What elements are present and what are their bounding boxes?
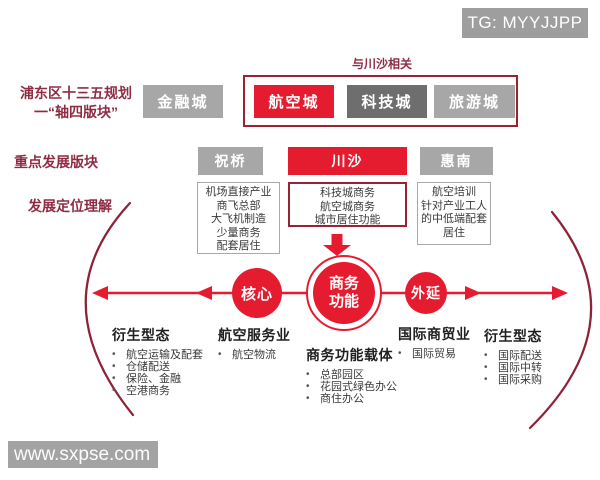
list-item: •花园式绿色办公 bbox=[306, 381, 397, 393]
detail-line: 科技城商务 bbox=[320, 187, 375, 199]
detail-line: 配套居住 bbox=[216, 240, 261, 252]
site-watermark-badge: www.sxpse.com bbox=[8, 441, 158, 468]
bullet-icon: • bbox=[484, 374, 488, 385]
column-derived-forms-right: 衍生型态 •国际配送•国际中转•国际采购 bbox=[484, 326, 564, 386]
list-item: •总部园区 bbox=[306, 369, 364, 381]
detail-line: 少量商务 bbox=[216, 226, 261, 239]
extension-circle: 外延 bbox=[405, 272, 447, 314]
column-item-list: •总部园区•花园式绿色办公•商住办公 bbox=[306, 369, 416, 405]
detail-line: 航空培训 bbox=[432, 186, 476, 198]
center-circle: 商务功能 bbox=[313, 262, 375, 324]
zhuqiao-detail-box: 机场直接产业商飞总部大飞机制造少量商务配套居住 bbox=[197, 182, 280, 254]
tg-watermark-badge: TG: MYYJJPP bbox=[462, 8, 588, 38]
center-circle-label: 商务功能 bbox=[328, 275, 359, 310]
bullet-icon: • bbox=[112, 373, 116, 384]
bullet-icon: • bbox=[112, 385, 116, 396]
bullet-icon: • bbox=[306, 393, 310, 404]
detail-line: 居住 bbox=[443, 226, 465, 239]
bullet-icon: • bbox=[306, 381, 310, 392]
list-item: •国际贸易 bbox=[398, 348, 456, 360]
detail-line: 的中低端配套 bbox=[421, 213, 487, 225]
list-item: •仓储配送 bbox=[112, 361, 170, 373]
column-item-list: •航空物流 bbox=[218, 349, 308, 361]
column-item-list: •国际贸易 bbox=[398, 348, 488, 360]
column-intl-trade-industry: 国际商贸业 •国际贸易 bbox=[398, 324, 488, 360]
arrow-left-outer-icon bbox=[92, 286, 108, 300]
right-arc-line bbox=[528, 210, 593, 430]
column-title: 航空服务业 bbox=[218, 327, 291, 343]
arrow-right-inner-icon bbox=[465, 286, 481, 300]
column-title: 衍生型态 bbox=[484, 328, 542, 344]
column-derived-forms-left: 衍生型态 •航空运输及配套•仓储配送•保险、金融•空港商务 bbox=[112, 325, 217, 397]
bullet-icon: • bbox=[484, 350, 488, 361]
detail-line: 机场直接产业 bbox=[205, 186, 272, 198]
detail-line: 大飞机制造 bbox=[211, 213, 266, 225]
bullet-icon: • bbox=[218, 349, 222, 360]
down-arrow-icon bbox=[323, 234, 351, 256]
column-item-list: •航空运输及配套•仓储配送•保险、金融•空港商务 bbox=[112, 349, 217, 397]
node-zhuqiao: 祝桥 bbox=[198, 147, 263, 175]
detail-line: 商飞总部 bbox=[216, 199, 261, 212]
list-item: •保险、金融 bbox=[112, 373, 181, 385]
bullet-icon: • bbox=[112, 361, 116, 372]
bullet-icon: • bbox=[398, 348, 402, 359]
detail-line: 针对产业工人 bbox=[421, 199, 487, 212]
list-item: •国际配送 bbox=[484, 350, 542, 362]
site-watermark-text: www.sxpse.com bbox=[14, 443, 151, 465]
list-item: •国际中转 bbox=[484, 362, 542, 374]
bullet-icon: • bbox=[112, 349, 116, 360]
list-item: •航空物流 bbox=[218, 349, 276, 361]
related-note-label: 与川沙相关 bbox=[351, 57, 412, 71]
column-item-list: •国际配送•国际中转•国际采购 bbox=[484, 350, 564, 386]
bullet-icon: • bbox=[306, 369, 310, 380]
huinan-detail-box: 航空培训针对产业工人的中低端配套居住 bbox=[417, 182, 491, 245]
node-chuansha: 川沙 bbox=[288, 147, 407, 175]
list-item: •空港商务 bbox=[112, 385, 170, 397]
node-tourism-city: 旅游城 bbox=[434, 85, 515, 118]
bullet-icon: • bbox=[484, 362, 488, 373]
column-business-carriers: 商务功能载体 •总部园区•花园式绿色办公•商住办公 bbox=[306, 345, 416, 405]
plan-label-line1: 浦东区十三五规划 bbox=[20, 85, 132, 101]
node-finance-city: 金融城 bbox=[143, 85, 223, 118]
column-aviation-services: 航空服务业 •航空物流 bbox=[218, 325, 308, 361]
plan-label-line2: 一“轴四版块” bbox=[34, 104, 118, 120]
list-item: •国际采购 bbox=[484, 374, 542, 386]
column-title: 衍生型态 bbox=[112, 327, 170, 343]
tg-watermark-text: TG: MYYJJPP bbox=[467, 13, 583, 32]
list-item: •商住办公 bbox=[306, 393, 364, 405]
node-tech-city: 科技城 bbox=[347, 85, 427, 118]
plan-section-label: 浦东区十三五规划 一“轴四版块” bbox=[6, 84, 146, 122]
detail-line: 城市居住功能 bbox=[314, 214, 381, 226]
node-aviation-city: 航空城 bbox=[254, 85, 334, 118]
column-title: 商务功能载体 bbox=[306, 347, 393, 363]
arrow-left-inner-icon bbox=[196, 286, 212, 300]
focus-section-label: 重点发展版块 bbox=[14, 154, 98, 170]
detail-line: 航空城商务 bbox=[320, 200, 375, 213]
list-item: •航空运输及配套 bbox=[112, 349, 203, 361]
chuansha-related-frame bbox=[243, 75, 518, 127]
chuansha-detail-box: 科技城商务航空城商务城市居住功能 bbox=[288, 182, 407, 227]
arrow-right-outer-icon bbox=[552, 286, 568, 300]
position-section-label: 发展定位理解 bbox=[28, 198, 112, 214]
node-huinan: 惠南 bbox=[420, 147, 493, 175]
column-title: 国际商贸业 bbox=[398, 326, 471, 342]
core-circle: 核心 bbox=[232, 268, 282, 318]
